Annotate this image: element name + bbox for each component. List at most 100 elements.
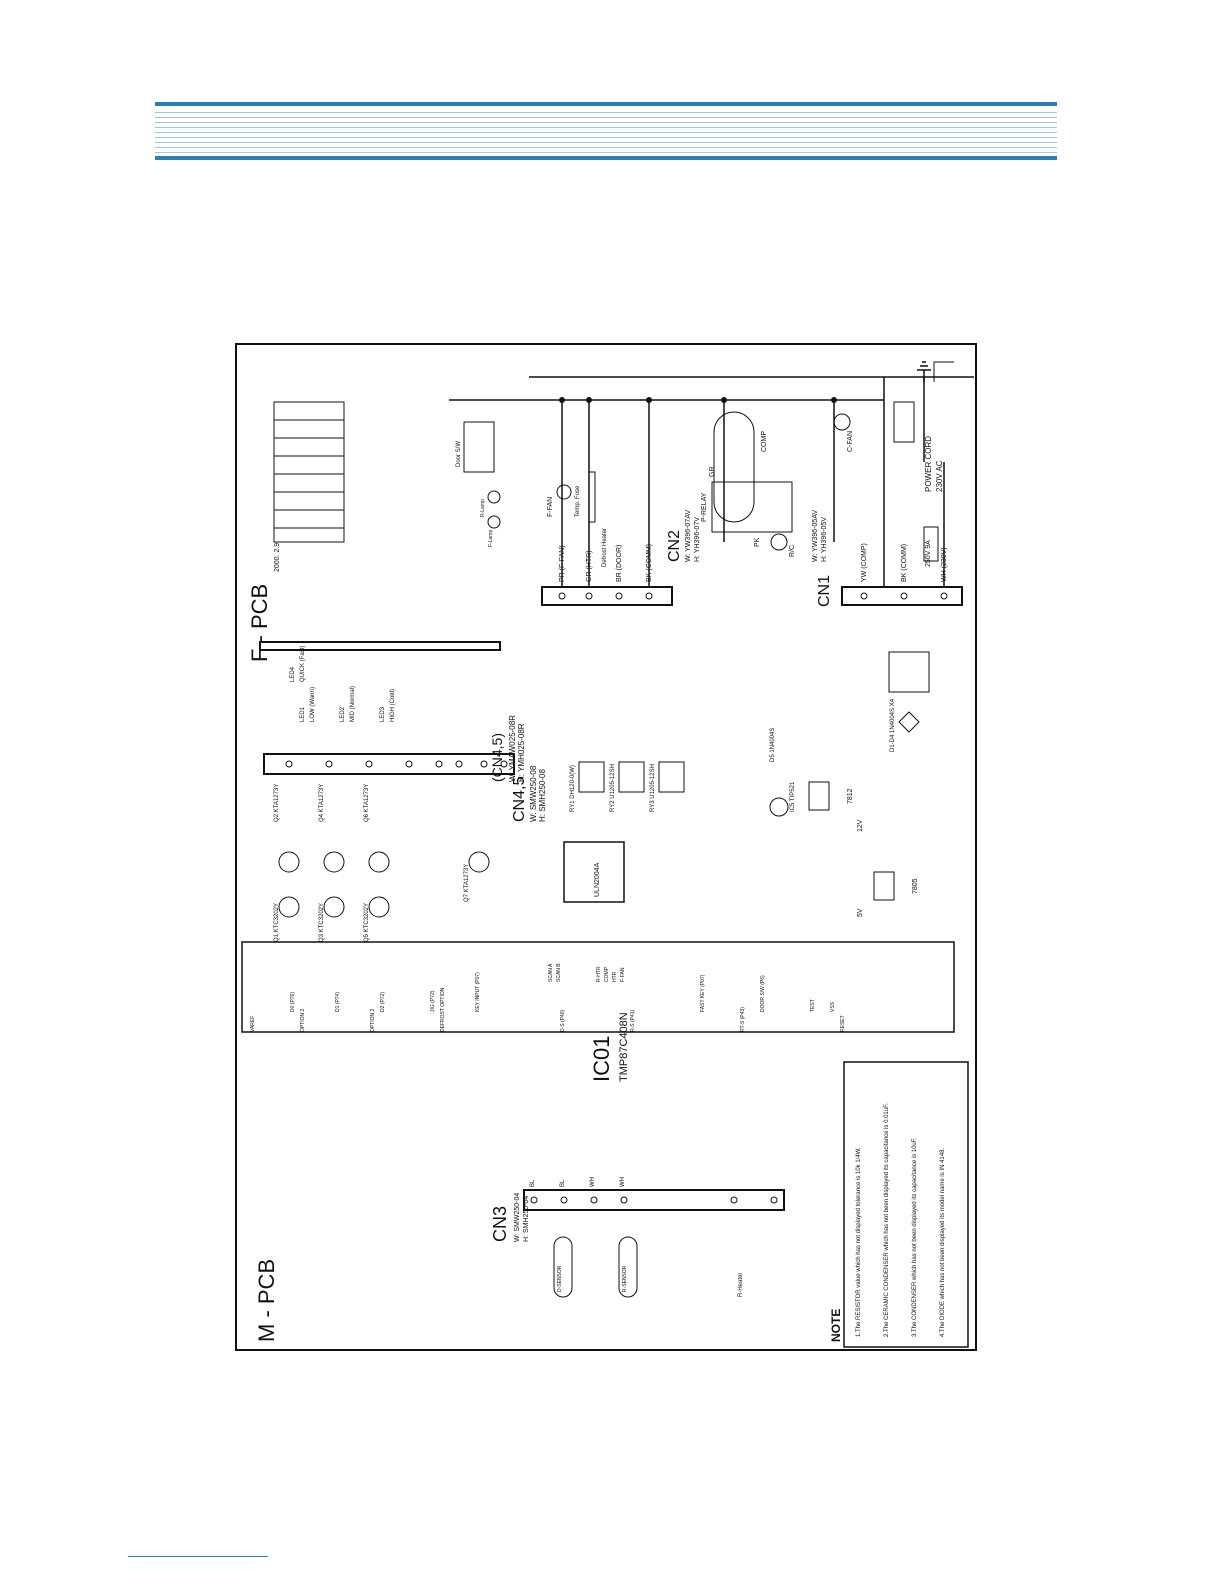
cn1-w: W: YW396-05AV (812, 510, 819, 562)
ic01-pin-test: TEST (810, 999, 816, 1012)
load-defrost-heater: Defrost Heater (602, 528, 608, 567)
sensor-d: D-SENSOR (557, 1265, 563, 1292)
led-label-2: MID (Normal) (350, 686, 356, 722)
cn3-w: W: SMW250-04 (514, 1193, 521, 1242)
load-temp-fuse: Temp. Fuse (575, 485, 581, 517)
ic01-pin-varef: VAREF (250, 1016, 256, 1032)
load-labels: Door S/W F-FAN Temp. Fuse Defrost Heater… (456, 431, 854, 567)
ic01-title: IC01 (589, 1036, 614, 1082)
schematic-border (235, 343, 977, 1351)
ic01-part: TMP87C408N (618, 1012, 630, 1082)
regulator-7805: 7805 (912, 878, 919, 894)
relay-group (578, 761, 685, 793)
led-3: LED3 (380, 706, 386, 722)
cn45-w: W: YMAW025-08R (508, 715, 517, 782)
cn3-title: CN3 (490, 1206, 510, 1242)
cn1-connector (841, 586, 963, 606)
ic01-pin-key: KEY INPUT (P07) (475, 972, 481, 1012)
transistor-q3: Q3 KTC3202Y (319, 903, 325, 942)
ic01-pin-d1: D1 (P74) (335, 992, 341, 1012)
led-display-grid (274, 419, 344, 529)
transistor-q5: Q5 KTC3202Y (364, 903, 370, 942)
note-title: NOTE (829, 1309, 843, 1342)
ic01-pin-htr: HTR (612, 971, 618, 982)
load-f-lamp: F-Lamp (488, 530, 494, 547)
main-fuse (923, 526, 939, 562)
ic01-pin-d0: D0 (P76) (290, 992, 296, 1012)
note-box (843, 1061, 969, 1348)
ground-symbol (917, 361, 931, 382)
cn45-connector (263, 753, 515, 775)
schematic-diagram: F - PCB (CN4,5) W: YMAW025-08R H: YMH025… (234, 342, 978, 1352)
load-p-relay: P-RELAY (701, 492, 708, 522)
ic01-pin-option2b: OPTION 2 (370, 1008, 376, 1032)
load-symbols (463, 361, 954, 551)
rail-5v: 5V (857, 908, 864, 917)
led-group: LED1 LED2 LED3 LED4 LOW (Warm) MID (Norm… (290, 646, 396, 722)
power-supply-parts (769, 651, 930, 901)
cn1-pin-bk: BK (COMM) (901, 544, 908, 582)
led-2: LED2 (340, 706, 346, 722)
cn2-pins (558, 592, 653, 600)
ic01-pin-scana: SCAN A (548, 963, 554, 982)
cn2-h: H: YH396-07V (694, 517, 701, 562)
led-label-3: HIGH (Cold) (390, 689, 396, 722)
ic01-pin-d2: D2 (P72) (380, 992, 386, 1012)
cn1-pins (860, 592, 948, 600)
cn45-pins (285, 760, 508, 768)
ic2-part: ULN2004A (594, 862, 601, 897)
relay-2: RY2 U1205-12SH (610, 764, 616, 812)
power-cord-label: POWER CORD (924, 436, 933, 492)
note-2: 2.The CERAMIC CONDENSER which has not be… (884, 1103, 890, 1337)
cn1-h: H: YH396-05V (821, 517, 828, 562)
cn3-pin-3: WH (590, 1177, 596, 1187)
load-door-switch: Door S/W (456, 441, 462, 467)
ic01-pin-defrost: DEFROST OPTION (440, 987, 446, 1032)
footer-rule (128, 1556, 268, 1557)
ic01-pin-rhtr: R-HTR (596, 966, 602, 982)
ic01-chip (241, 941, 955, 1033)
load-f-fan: F-FAN (547, 497, 554, 517)
cn45-title: (CN4,5) (489, 733, 505, 782)
led-1: LED1 (300, 706, 306, 722)
led-display-block (273, 401, 345, 543)
cn45-h: H: YMH025-08R (517, 723, 526, 782)
regulator-7812: 7812 (847, 788, 854, 804)
transistor-ic5: IC5 TIP521 (790, 781, 796, 812)
relay-1: RY1 DH120-0(W) (570, 765, 576, 812)
led-4: LED4 (290, 666, 296, 682)
diode-d5: D5 1N4004S (770, 728, 776, 762)
load-pk: PK (754, 537, 761, 547)
diode-bridge: D1-D4 1N4004S X4 (890, 698, 896, 752)
cn1-pin-labels: YW (COMP) BK (COMM) WH (230V) (861, 543, 948, 582)
transistor-q6: Q6 KTA1273Y (364, 784, 370, 822)
transistor-q2: Q2 KTA1273Y (274, 784, 280, 822)
cn3-pin-1: BL (530, 1179, 536, 1187)
header-band (155, 102, 1057, 160)
ic01-pin-ffan: F-FAN (620, 967, 626, 982)
cn3-pin-labels: BL BL WH WH (530, 1177, 626, 1187)
note-3: 3.The CONDENSER which has not been displ… (912, 1137, 918, 1337)
schematic-svg: F - PCB (CN4,5) W: YMAW025-08R H: YMH025… (235, 343, 977, 1351)
ic01-pin-scanb: SCAN B (556, 963, 562, 982)
ic01-pin-rs: R-S (P41) (630, 1009, 636, 1032)
transistor-labels: Q1 KTC3202Y Q2 KTA1273Y Q3 KTC3202Y Q4 K… (274, 781, 796, 942)
ic01-pin-labels: D0 (P76) D1 (P74) D2 (P72) JIG (P72) KEY… (250, 963, 846, 1032)
load-comp: COMP (761, 431, 768, 452)
cn3-h: H: SMH250-04 (523, 1196, 530, 1242)
rail-12v: 12V (857, 819, 864, 832)
ic01-pin-jig: JIG (P72) (430, 990, 436, 1012)
ic01-pin-ds: D-S (P40) (560, 1009, 566, 1032)
sensor-r: R-SENSOR (622, 1265, 628, 1292)
load-r-lamp: R-Lamp (480, 499, 486, 517)
ic2-chip (563, 841, 625, 903)
cn45-lower-w: W: SMW250-08 (529, 765, 538, 822)
sensor-coils (553, 1236, 638, 1298)
load-c-fan: C-FAN (847, 431, 854, 452)
ic01-pin-rts: RT-S (P43) (740, 1007, 746, 1032)
transistor-q7: Q7 KTA1273Y (464, 864, 470, 902)
cn2-pin-br: BR (DOOR) (616, 545, 623, 582)
sensor-rheater: R-Heater (738, 1273, 744, 1297)
cn45-lower-h: H: SMH250-08 (538, 769, 547, 822)
ic01-pin-reset: RESET (840, 1015, 846, 1032)
